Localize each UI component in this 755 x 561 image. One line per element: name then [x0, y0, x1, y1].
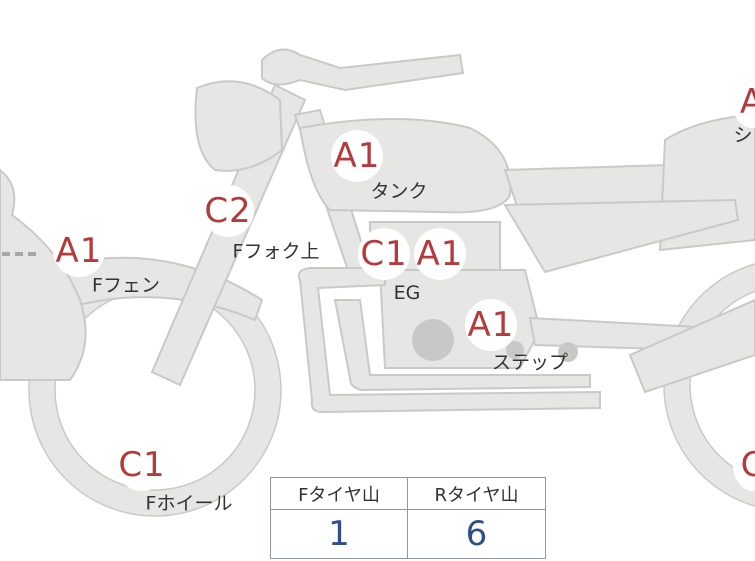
- grade-badge-step: A1: [465, 299, 517, 351]
- label-seat: シ: [733, 124, 753, 147]
- grade-badge-engine-a: A1: [414, 228, 466, 280]
- exhaust-shape: [297, 267, 601, 414]
- rear-wheel-shape: [664, 263, 755, 507]
- grade-badge-engine-c: C1: [358, 228, 410, 280]
- label-engine: EG: [393, 282, 421, 304]
- engine-cover-dot: [412, 319, 454, 361]
- grade-badge-front-fender: A1: [53, 225, 105, 277]
- grade-badge-tank: A1: [331, 130, 383, 182]
- headlight-shape: [194, 80, 284, 172]
- grade-badge-rear-wheel: C: [733, 439, 755, 491]
- label-step: ステップ: [491, 351, 569, 374]
- handlebar-shape: [261, 48, 465, 92]
- step-peg-dot: [558, 342, 578, 362]
- grade-badge-front-wheel: C1: [116, 439, 168, 491]
- front-tire-header: Fタイヤ山: [271, 478, 408, 510]
- label-tank: タンク: [370, 180, 428, 203]
- grade-badge-seat: A: [732, 76, 755, 128]
- label-front-fender: Fフェン: [92, 274, 160, 297]
- label-fork-upper: Fフォク上: [232, 240, 320, 263]
- grade-badge-fork-upper: C2: [202, 185, 254, 237]
- label-front-wheel: Fホイール: [145, 492, 233, 515]
- front-tire-value: 1: [271, 510, 408, 558]
- rear-tire-value: 6: [465, 514, 488, 554]
- step-peg-dot: [506, 341, 524, 359]
- tire-tread-table: Fタイヤ山 Rタイヤ山 1 6: [270, 477, 546, 559]
- rear-tire-header: Rタイヤ山: [408, 478, 545, 510]
